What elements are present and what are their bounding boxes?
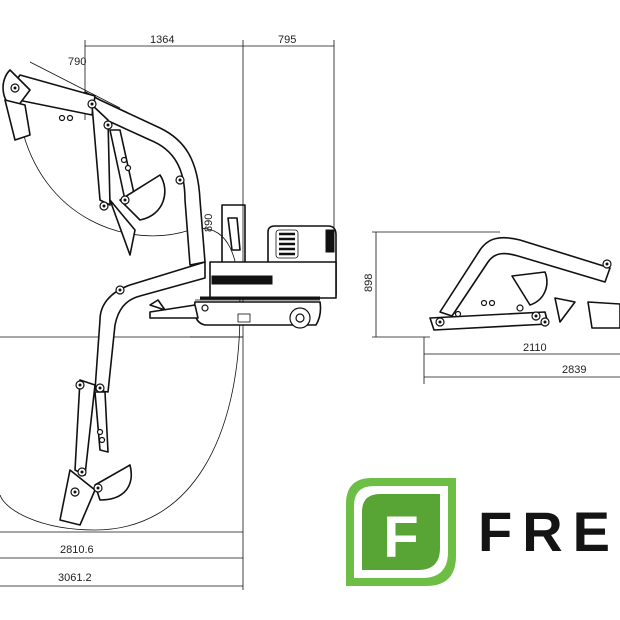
dim-898: 898 [363,274,375,292]
transport-view: 898 2110 2839 [363,231,620,384]
counterweight-light [325,229,335,253]
boom-raised [2,69,206,266]
upper-frame [209,261,337,299]
dim-3061-2: 3061.2 [58,572,92,584]
logo-letter-f: F [383,505,418,570]
dim-2810-6: 2810.6 [60,544,94,556]
dim-1364: 1364 [150,34,174,46]
brand-name-text: FREU [478,500,620,563]
track-label-plate [237,313,251,323]
excavator-body: 890 [149,204,337,329]
seat [227,217,241,251]
working-range-view: 1364 795 790 2810.6 3061.2 [0,34,337,590]
dim-795: 795 [278,34,296,46]
dim-2839: 2839 [562,364,586,376]
folded-boom [429,236,620,331]
logo-badge [362,494,440,570]
transport-undercarriage [587,301,620,329]
engine-grille [275,229,299,259]
roll-bar [221,204,246,263]
dim-line-790 [29,61,121,109]
brand-logo: F [346,478,456,586]
dim-2110: 2110 [523,342,547,354]
slew-ring [211,275,273,285]
dozer-blade [149,304,199,319]
boom-lowered [59,261,206,526]
dim-790: 790 [68,56,86,68]
dim-890: 890 [203,214,215,232]
